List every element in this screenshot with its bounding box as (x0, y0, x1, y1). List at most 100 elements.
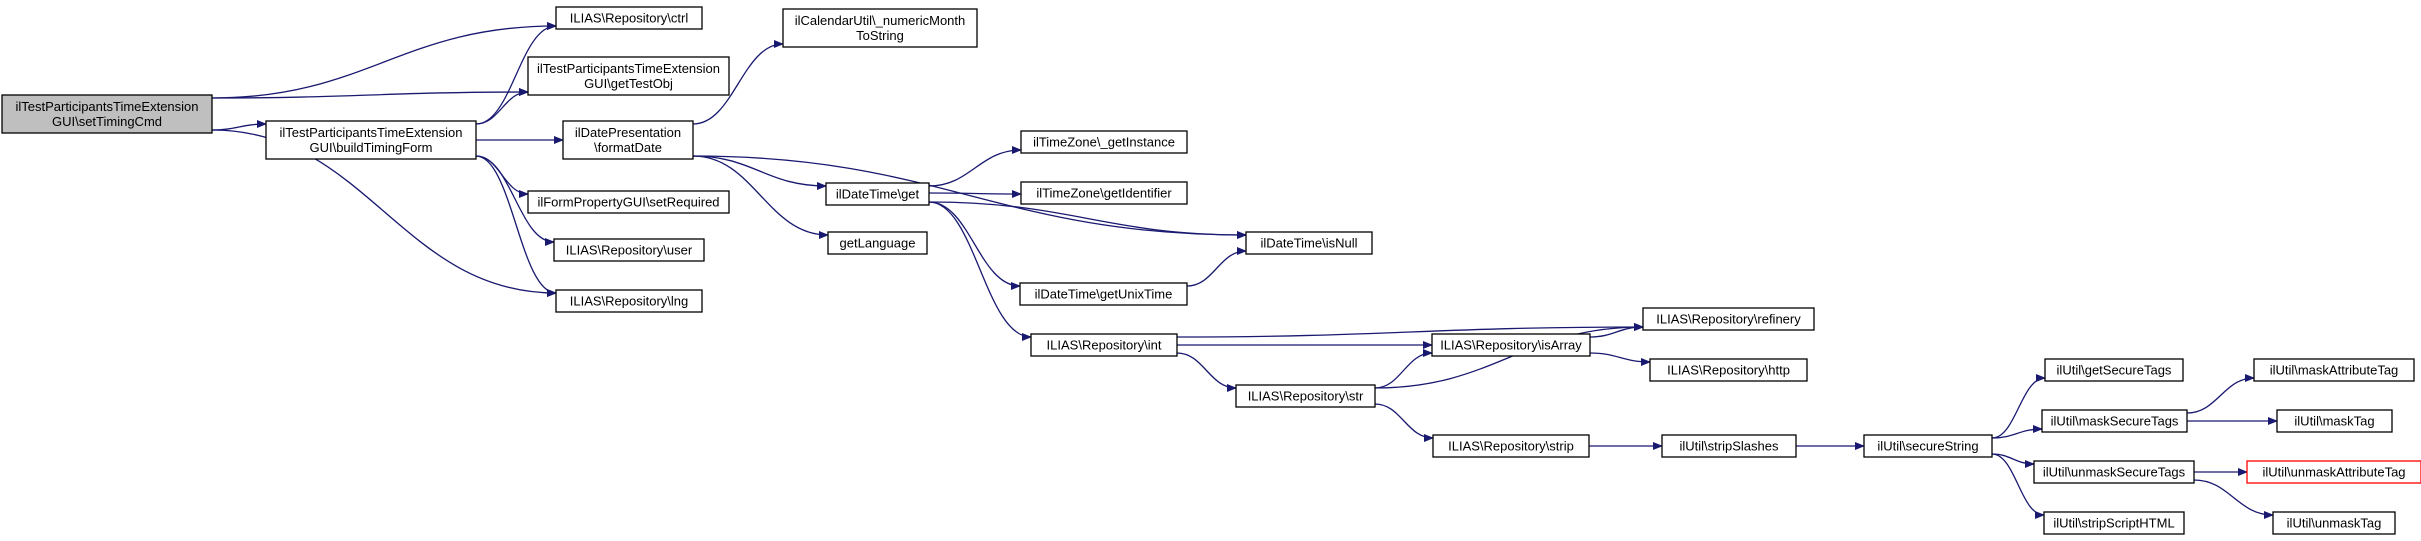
node-dtGet[interactable]: ilDateTime\get (825, 182, 930, 206)
edge-root-to-ctrl (211, 22, 557, 99)
edge-root-to-getTestObj (211, 88, 529, 99)
node-box-tzGetIdentifier (1020, 181, 1188, 205)
node-box-maskTag (2276, 409, 2393, 433)
node-label-lng-line-1: ILIAS\Repository\lng (570, 294, 689, 309)
node-stripSlashes[interactable]: ilUtil\stripSlashes (1661, 434, 1797, 458)
node-isNull[interactable]: ilDateTime\isNull (1245, 231, 1373, 255)
edge-getUnixTime-to-isNull (1186, 247, 1247, 287)
edge-dtGet-to-getUnixTime (928, 201, 1021, 290)
nodes-layer: ilTestParticipantsTimeExtensionGUI\setTi… (1, 6, 2421, 535)
node-unmaskTag[interactable]: ilUtil\unmaskTag (2272, 511, 2396, 535)
node-label-unmaskTag-line-1: ilUtil\unmaskTag (2287, 516, 2382, 531)
node-buildTimingForm[interactable]: ilTestParticipantsTimeExtensionGUI\build… (265, 120, 477, 160)
edge-formatDate-to-dtGet (692, 155, 827, 190)
node-label-root-line-2: GUI\setTimingCmd (52, 114, 162, 129)
edge-buildTimingForm-to-lng (475, 155, 557, 297)
node-label-repoInt-line-1: ILIAS\Repository\int (1047, 338, 1162, 353)
node-refinery[interactable]: ILIAS\Repository\refinery (1642, 307, 1815, 331)
node-label-formatDate-line-1: ilDatePresentation (575, 125, 681, 140)
node-repoStr[interactable]: ILIAS\Repository\str (1235, 384, 1376, 408)
node-label-getLanguage-line-1: getLanguage (840, 236, 916, 251)
node-label-unmaskSecureTags-line-1: ilUtil\unmaskSecureTags (2043, 465, 2186, 480)
node-tzGetInstance[interactable]: ilTimeZone\_getInstance (1020, 130, 1188, 154)
edge-formatDate-to-isNull (692, 155, 1247, 239)
node-box-http (1649, 358, 1808, 382)
node-label-http-line-1: ILIAS\Repository\http (1667, 363, 1790, 378)
node-label-stripSlashes-line-1: ilUtil\stripSlashes (1680, 439, 1779, 454)
node-box-lng (555, 289, 703, 313)
node-user[interactable]: ILIAS\Repository\user (553, 238, 705, 262)
node-box-repoStr (1235, 384, 1376, 408)
edge-formatDate-to-numericMonth (692, 40, 784, 125)
node-box-numericMonth (782, 8, 978, 48)
node-secureString[interactable]: ilUtil\secureString (1863, 434, 1993, 458)
node-label-maskAttributeTag-line-1: ilUtil\maskAttributeTag (2270, 363, 2399, 378)
node-formatDate[interactable]: ilDatePresentation\formatDate (562, 120, 694, 160)
node-box-secureString (1863, 434, 1993, 458)
node-label-numericMonth-line-2: ToString (856, 28, 904, 43)
node-box-getLanguage (827, 231, 928, 255)
node-box-tzGetInstance (1020, 130, 1188, 154)
node-maskSecureTags[interactable]: ilUtil\maskSecureTags (2041, 409, 2188, 433)
node-lng[interactable]: ILIAS\Repository\lng (555, 289, 703, 313)
node-label-unmaskAttributeTag-line-1: ilUtil\unmaskAttributeTag (2262, 465, 2405, 480)
node-box-unmaskTag (2272, 511, 2396, 535)
edge-buildTimingForm-to-getTestObj (475, 88, 529, 125)
node-maskTag[interactable]: ilUtil\maskTag (2276, 409, 2393, 433)
edge-buildTimingForm-to-user (475, 155, 555, 246)
node-getUnixTime[interactable]: ilDateTime\getUnixTime (1019, 282, 1188, 306)
node-box-formatDate (562, 120, 694, 160)
node-label-numericMonth-line-1: ilCalendarUtil\_numericMonth (795, 13, 966, 28)
edge-repoInt-to-refinery (1176, 323, 1644, 338)
edge-secureString-to-stripScriptHTML (1991, 453, 2045, 519)
node-label-maskSecureTags-line-1: ilUtil\maskSecureTags (2051, 414, 2179, 429)
edge-isArray-to-refinery (1589, 323, 1644, 338)
node-label-refinery-line-1: ILIAS\Repository\refinery (1656, 312, 1801, 327)
node-label-tzGetIdentifier-line-1: ilTimeZone\getIdentifier (1036, 186, 1172, 201)
node-box-isArray (1431, 333, 1591, 357)
node-http[interactable]: ILIAS\Repository\http (1649, 358, 1808, 382)
node-getLanguage[interactable]: getLanguage (827, 231, 928, 255)
edge-unmaskSecureTags-to-unmaskTag (2193, 479, 2274, 519)
edge-dtGet-to-repoInt (928, 201, 1032, 341)
node-label-maskTag-line-1: ilUtil\maskTag (2294, 414, 2374, 429)
node-getSecureTags[interactable]: ilUtil\getSecureTags (2044, 358, 2184, 382)
node-label-isArray-line-1: ILIAS\Repository\isArray (1440, 338, 1582, 353)
node-box-maskAttributeTag (2253, 358, 2415, 382)
node-label-isNull-line-1: ilDateTime\isNull (1260, 236, 1357, 251)
node-stripScriptHTML[interactable]: ilUtil\stripScriptHTML (2043, 511, 2185, 535)
node-strip[interactable]: ILIAS\Repository\strip (1432, 434, 1590, 458)
node-box-ctrl (555, 6, 703, 30)
node-isArray[interactable]: ILIAS\Repository\isArray (1431, 333, 1591, 357)
node-label-repoStr-line-1: ILIAS\Repository\str (1248, 389, 1364, 404)
node-label-secureString-line-1: ilUtil\secureString (1877, 439, 1978, 454)
node-label-dtGet-line-1: ilDateTime\get (836, 187, 920, 202)
node-box-setRequired (527, 190, 730, 214)
node-label-getUnixTime-line-1: ilDateTime\getUnixTime (1035, 287, 1173, 302)
edge-dtGet-to-isNull (928, 201, 1247, 239)
node-ctrl[interactable]: ILIAS\Repository\ctrl (555, 6, 703, 30)
node-maskAttributeTag[interactable]: ilUtil\maskAttributeTag (2253, 358, 2415, 382)
node-box-repoInt (1030, 333, 1178, 357)
node-box-isNull (1245, 231, 1373, 255)
node-box-buildTimingForm (265, 120, 477, 160)
node-label-stripScriptHTML-line-1: ilUtil\stripScriptHTML (2053, 516, 2174, 531)
node-label-root-line-1: ilTestParticipantsTimeExtension (15, 99, 198, 114)
node-box-getTestObj (527, 56, 730, 96)
node-unmaskSecureTags[interactable]: ilUtil\unmaskSecureTags (2033, 460, 2195, 484)
node-label-getTestObj-line-2: GUI\getTestObj (584, 76, 673, 91)
node-box-stripScriptHTML (2043, 511, 2185, 535)
node-label-buildTimingForm-line-2: GUI\buildTimingForm (309, 140, 432, 155)
node-repoInt[interactable]: ILIAS\Repository\int (1030, 333, 1178, 357)
edge-dtGet-to-tzGetInstance (928, 146, 1022, 187)
node-setRequired[interactable]: ilFormPropertyGUI\setRequired (527, 190, 730, 214)
node-getTestObj[interactable]: ilTestParticipantsTimeExtensionGUI\getTe… (527, 56, 730, 96)
edge-root-to-buildTimingForm (211, 120, 267, 131)
node-box-unmaskAttributeTag (2246, 460, 2421, 484)
node-unmaskAttributeTag[interactable]: ilUtil\unmaskAttributeTag (2246, 460, 2421, 484)
node-tzGetIdentifier[interactable]: ilTimeZone\getIdentifier (1020, 181, 1188, 205)
edge-repoStr-to-strip (1374, 403, 1434, 442)
node-root[interactable]: ilTestParticipantsTimeExtensionGUI\setTi… (1, 94, 213, 134)
node-box-dtGet (825, 182, 930, 206)
